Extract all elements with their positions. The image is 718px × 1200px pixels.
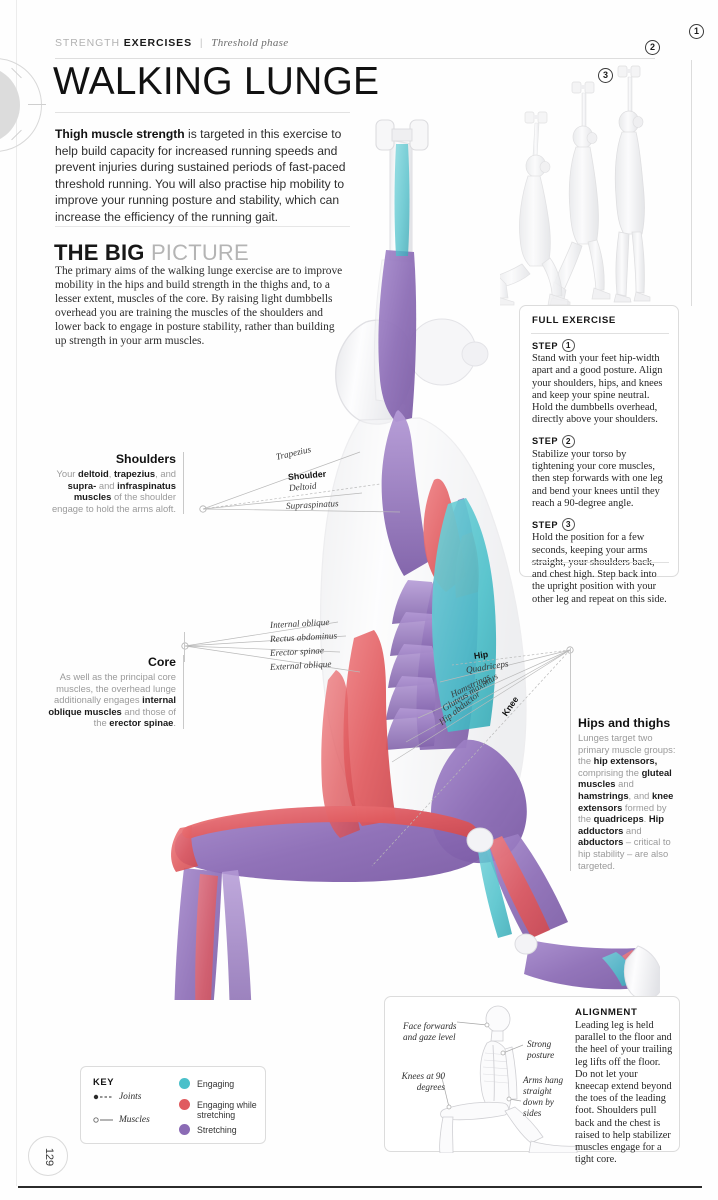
page-number: 129 (43, 1147, 55, 1167)
intro-rule (55, 226, 350, 227)
full-exercise-card: FULL EXERCISE STEP 1 Stand with your fee… (519, 305, 679, 605)
key-item-engaging-stretching-label: Engaging while stretching (197, 1100, 257, 1120)
full-exercise-step: STEP 1 Stand with your feet hip-width ap… (532, 339, 671, 427)
intro-rest: is targeted in this exercise to help bui… (55, 127, 346, 224)
key-item-muscles: Muscles (93, 1115, 150, 1125)
full-exercise-step: STEP 2 Stabilize your torso by tightenin… (532, 434, 671, 510)
right-margin-rule (691, 60, 692, 306)
callout-hips-body: Lunges target two primary muscle groups:… (578, 732, 676, 871)
page-edge-line (16, 0, 17, 1186)
big-picture-heading-bold: THE BIG (54, 240, 145, 265)
full-exercise-step-heading: STEP 3 (532, 518, 671, 532)
breadcrumb-phase: Threshold phase (211, 37, 289, 49)
alignment-body: Leading leg is held parallel to the floo… (575, 1020, 673, 1166)
step-word: STEP (532, 519, 558, 530)
title-rule (55, 112, 350, 113)
callout-hips-title: Hips and thighs (578, 716, 671, 730)
alignment-label-arms-hang: Arms hang straight down by sides (523, 1075, 564, 1118)
key-item-joints: Joints (93, 1092, 141, 1102)
breadcrumb: STRENGTH EXERCISES | Threshold phase (55, 37, 288, 49)
full-exercise-steps: STEP 1 Stand with your feet hip-width ap… (532, 339, 671, 614)
key-item-engaging-label: Engaging (197, 1079, 235, 1089)
step-number-badge: 3 (562, 518, 575, 532)
full-exercise-title: FULL EXERCISE (532, 315, 616, 326)
key-item-engaging: Engaging (179, 1078, 235, 1089)
callout-core-stalk (184, 632, 185, 662)
callout-shoulders-body: Your deltoid, trapezius, and supra- and … (51, 468, 176, 514)
joint-label-hip: Hip (473, 649, 489, 661)
full-exercise-step-text: Hold the position for a few seconds, kee… (532, 532, 667, 605)
step-word: STEP (532, 436, 558, 447)
breadcrumb-separator: | (199, 37, 204, 49)
callout-hips-stalk (570, 648, 571, 718)
step-badge-3: 3 (598, 68, 613, 83)
step-number-badge: 1 (562, 339, 575, 352)
full-exercise-step-text: Stabilize your torso by tightening your … (532, 448, 663, 509)
key-item-stretching: Stretching (179, 1124, 237, 1135)
key-item-muscles-label: Muscles (119, 1115, 150, 1125)
alignment-label-strong-posture: Strong posture (527, 1039, 555, 1060)
intro-lead: Thigh muscle strength (55, 127, 185, 141)
header-rule (55, 58, 655, 59)
step-figure-3 (500, 111, 569, 306)
step-badge-1: 1 (689, 24, 704, 39)
alignment-card: Face forwards and gaze level Strong post… (384, 996, 680, 1165)
breadcrumb-section: EXERCISES (123, 37, 192, 49)
page-number-badge: 129 (28, 1136, 68, 1176)
full-exercise-divider-top (531, 333, 669, 334)
step-figure-1 (613, 65, 651, 303)
step-sequence-figures (500, 65, 651, 306)
key-title: KEY (93, 1076, 115, 1087)
callout-core-body: As well as the principal core muscles, t… (48, 671, 176, 729)
alignment-label-face-forwards: Face forwards and gaze level (403, 1021, 457, 1042)
muscle-marker-icon (93, 1116, 115, 1124)
decorative-crosshair-tick (28, 104, 46, 105)
callout-core-title: Core (147, 655, 176, 669)
full-exercise-step-heading: STEP 2 (532, 434, 671, 448)
stretching-color-swatch (179, 1124, 190, 1135)
engaging-stretching-color-swatch (179, 1099, 190, 1110)
alignment-label-knees-90: Knees at 90 degrees (401, 1071, 445, 1092)
alignment-title: ALIGNMENT (575, 1007, 638, 1018)
big-picture-heading-light: PICTURE (150, 240, 249, 265)
big-picture-heading: THE BIG PICTURE (54, 240, 249, 266)
step-number-badge: 2 (562, 434, 575, 448)
big-picture-body: The primary aims of the walking lunge ex… (55, 265, 343, 347)
step-badge-2: 2 (645, 40, 660, 55)
callout-shoulders-title: Shoulders (115, 452, 176, 466)
footer-rule (18, 1186, 702, 1188)
key-legend-card: KEY Joints Muscles Engaging (80, 1066, 266, 1144)
key-item-engaging-stretching: Engaging while stretching (179, 1099, 265, 1120)
full-exercise-divider-bottom (531, 562, 669, 563)
full-exercise-step-text: Stand with your feet hip-width apart and… (532, 353, 663, 426)
decorative-circle-outline (0, 58, 42, 152)
key-item-stretching-label: Stretching (197, 1125, 237, 1135)
engaging-color-swatch (179, 1078, 190, 1089)
full-exercise-step-heading: STEP 1 (532, 339, 671, 352)
key-item-joints-label: Joints (119, 1092, 142, 1102)
callout-shoulders: Shoulders Your deltoid, trapezius, and s… (48, 452, 184, 515)
step-figure-2 (549, 81, 611, 306)
step-word: STEP (532, 340, 558, 351)
breadcrumb-category: STRENGTH (55, 37, 120, 49)
callout-core: Core As well as the principal core muscl… (48, 655, 184, 729)
page-title: WALKING LUNGE (53, 60, 380, 103)
callout-hips-and-thighs: Hips and thighs Lunges target two primar… (570, 716, 676, 872)
alignment-skeleton-figure (439, 1005, 578, 1153)
intro-paragraph: Thigh muscle strength is targeted in thi… (55, 126, 353, 226)
joint-marker-icon (93, 1093, 115, 1101)
